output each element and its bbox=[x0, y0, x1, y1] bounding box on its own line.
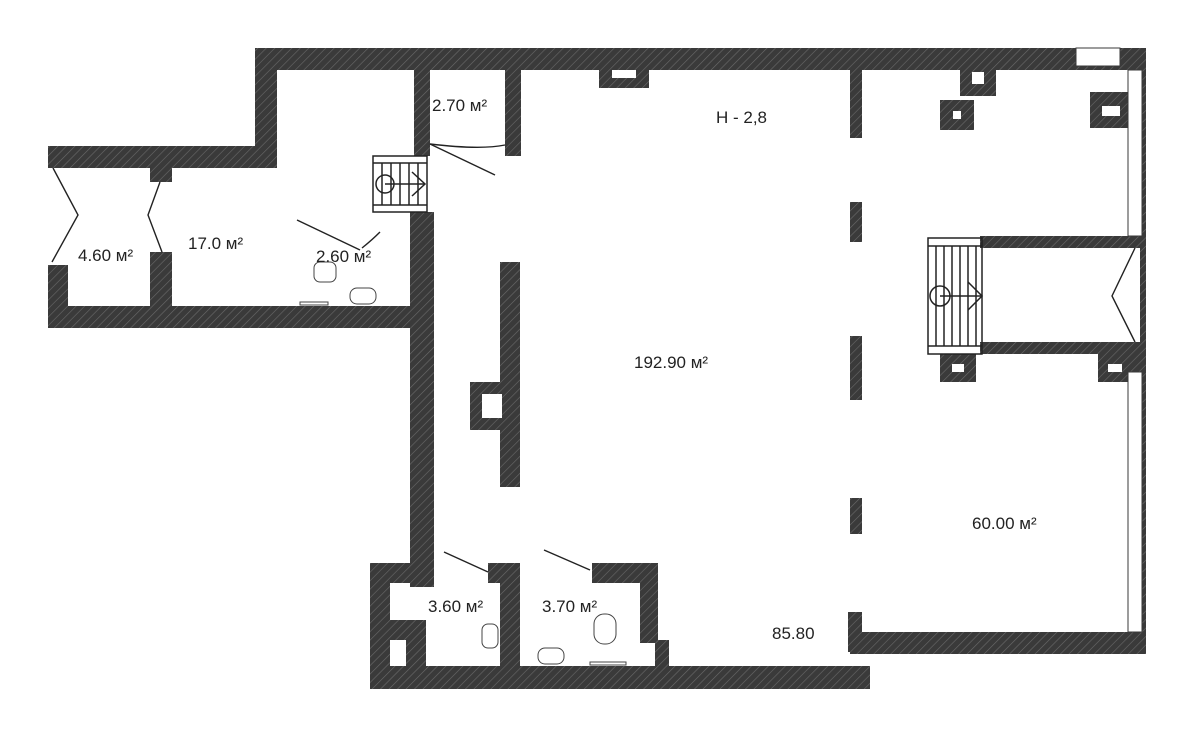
room-area-wc-upper: 2.60 м² bbox=[316, 247, 372, 266]
room-area-storage-upper: 2.70 м² bbox=[432, 96, 488, 115]
doors bbox=[51, 143, 1136, 573]
stair-upper bbox=[372, 155, 428, 213]
fixtures bbox=[299, 261, 627, 666]
windows bbox=[1075, 47, 1143, 633]
room-area-main-hall: 192.90 м² bbox=[634, 353, 709, 372]
room-area-wc-lower-left: 3.60 м² bbox=[428, 597, 484, 616]
height-note: H - 2,8 bbox=[716, 108, 768, 127]
room-area-west-closet: 4.60 м² bbox=[78, 246, 134, 265]
room-area-east-hall: 60.00 м² bbox=[972, 514, 1037, 533]
column-cutouts bbox=[68, 70, 1122, 418]
room-area-wc-lower-right: 3.70 м² bbox=[542, 597, 598, 616]
stair-right bbox=[927, 237, 984, 355]
room-area-south-strip: 85.80 bbox=[772, 624, 815, 643]
room-area-west-office: 17.0 м² bbox=[188, 234, 244, 253]
walls bbox=[48, 48, 1146, 689]
